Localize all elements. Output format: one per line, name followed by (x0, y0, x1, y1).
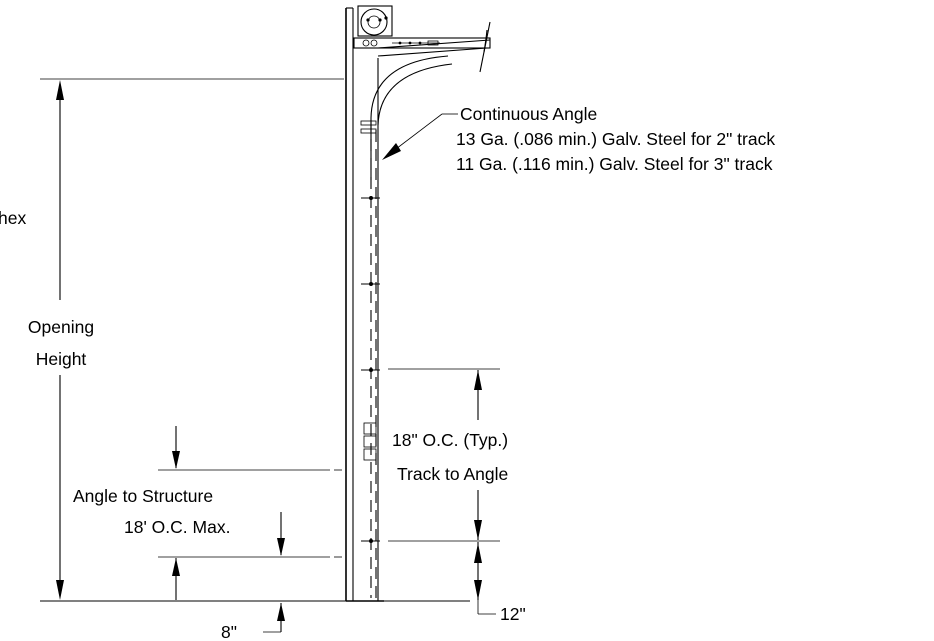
twelve-inch-dimension (474, 542, 496, 615)
opening-label: Opening (28, 317, 94, 337)
track-to-angle-dimension (388, 368, 500, 542)
top-pulley-bracket (353, 5, 491, 49)
angle-to-structure-dimension (158, 426, 342, 600)
track-brackets (360, 120, 380, 543)
hex-label: hex (0, 208, 26, 228)
oc-max-label: 18' O.C. Max. (124, 517, 230, 537)
continuous-angle-label: Continuous Angle (460, 104, 597, 124)
horizontal-track (377, 21, 491, 73)
spec-3in-track-label: 11 Ga. (.116 min.) Galv. Steel for 3" tr… (456, 154, 773, 174)
eight-inch-dimension (263, 603, 285, 633)
opening-height-dimension (40, 78, 344, 600)
vertical-angle-post (345, 7, 379, 601)
angle-to-structure-label: Angle to Structure (73, 486, 213, 506)
continuous-angle-leader (382, 113, 458, 160)
height-label: Height (36, 349, 87, 369)
dim-12-label: 12" (500, 604, 526, 624)
dim-8-label: 8" (221, 622, 237, 641)
oc-typ-label: 18" O.C. (Typ.) (392, 430, 508, 450)
spec-2in-track-label: 13 Ga. (.086 min.) Galv. Steel for 2" tr… (456, 129, 775, 149)
curved-track (370, 55, 453, 180)
track-to-angle-label: Track to Angle (397, 464, 508, 484)
